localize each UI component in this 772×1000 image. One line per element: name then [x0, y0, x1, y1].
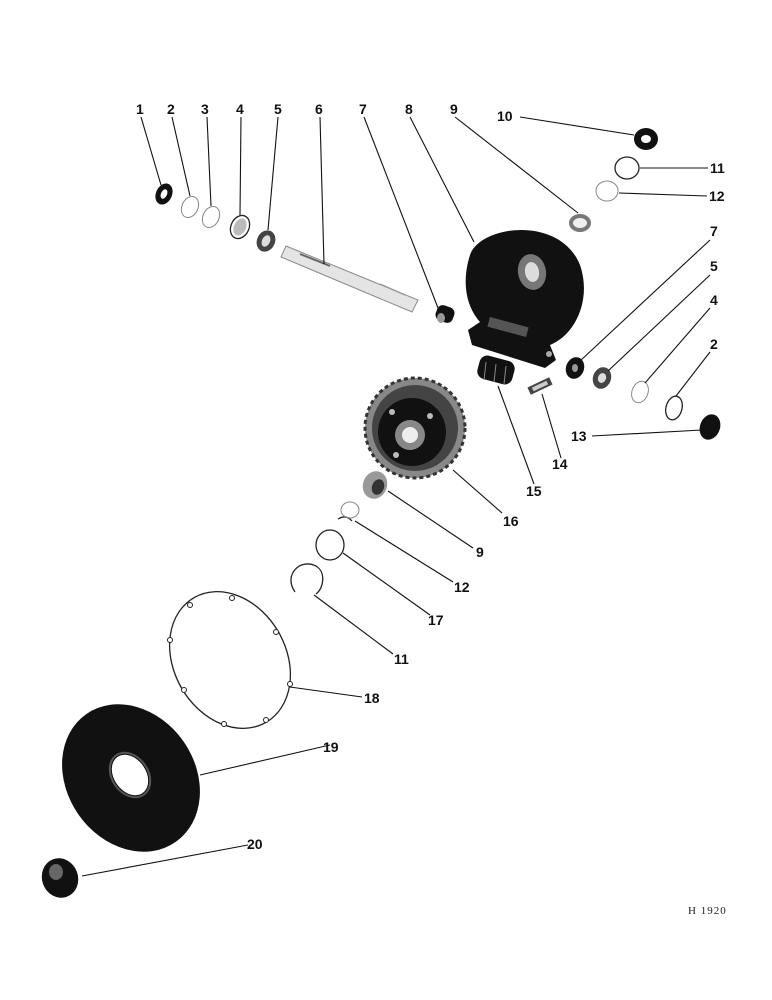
part-14-key — [527, 377, 553, 395]
callout-3: 3 — [201, 101, 209, 117]
part-5-bearing-cone-right — [592, 367, 612, 389]
part-10-seal — [634, 128, 658, 150]
part-11-snap-ring-lower — [290, 563, 324, 595]
part-11-ring-top — [614, 156, 640, 180]
callout-7: 7 — [359, 101, 367, 117]
callout-4: 4 — [236, 101, 244, 117]
callout-13: 13 — [571, 428, 587, 444]
callout-15: 15 — [526, 483, 542, 499]
part-18-gasket — [167, 590, 293, 730]
callout-2-right: 2 — [710, 336, 718, 352]
callout-11-lower: 11 — [394, 651, 409, 667]
callout-11-right: 11 — [710, 160, 725, 176]
part-3-ring — [201, 205, 221, 229]
part-1-seal — [155, 183, 173, 205]
callout-20: 20 — [247, 836, 263, 852]
part-17-ring — [315, 529, 345, 561]
callout-9: 9 — [450, 101, 458, 117]
part-8-housing — [465, 230, 584, 368]
callout-9-lower: 9 — [476, 544, 484, 560]
part-7-bearing-left — [435, 305, 455, 323]
callout-12-lower: 12 — [454, 579, 470, 595]
callout-4-right: 4 — [710, 292, 718, 308]
leader-lines — [81, 116, 711, 877]
callout-6: 6 — [315, 101, 323, 117]
callout-19: 19 — [323, 739, 339, 755]
part-7-bearing-right — [565, 357, 585, 379]
figure-reference: H 1920 — [688, 905, 727, 917]
callout-1: 1 — [136, 101, 144, 117]
part-9-ring-top — [569, 214, 591, 232]
part-4-bearing-cup-right — [631, 380, 649, 404]
callout-12-right: 12 — [709, 188, 725, 204]
callout-10: 10 — [497, 108, 513, 124]
part-20-cap — [41, 858, 79, 898]
part-13-nut — [699, 414, 721, 440]
part-2-ring-right — [665, 395, 683, 421]
callout-18: 18 — [364, 690, 380, 706]
callout-labels: 1 2 3 4 5 6 7 8 9 10 11 12 7 5 4 2 13 14… — [136, 101, 725, 852]
callout-5-right: 5 — [710, 258, 718, 274]
part-12-ring-top — [595, 180, 619, 202]
callout-14: 14 — [552, 456, 568, 472]
part-2-ring — [180, 195, 200, 219]
part-9-bearing-cone-lower — [362, 471, 388, 499]
callout-7-right: 7 — [710, 223, 718, 239]
callout-16: 16 — [503, 513, 519, 529]
part-6-shaft — [280, 245, 419, 313]
callout-5: 5 — [274, 101, 282, 117]
part-4-bearing-cup — [229, 214, 251, 240]
part-12-ring-lower — [337, 501, 360, 522]
part-15-bearing — [477, 355, 515, 385]
callout-17: 17 — [428, 612, 444, 628]
callout-8: 8 — [405, 101, 413, 117]
part-19-cover — [62, 704, 200, 852]
callout-2: 2 — [167, 101, 175, 117]
part-5-bearing-cone — [256, 230, 276, 252]
part-16-gear — [363, 376, 467, 480]
